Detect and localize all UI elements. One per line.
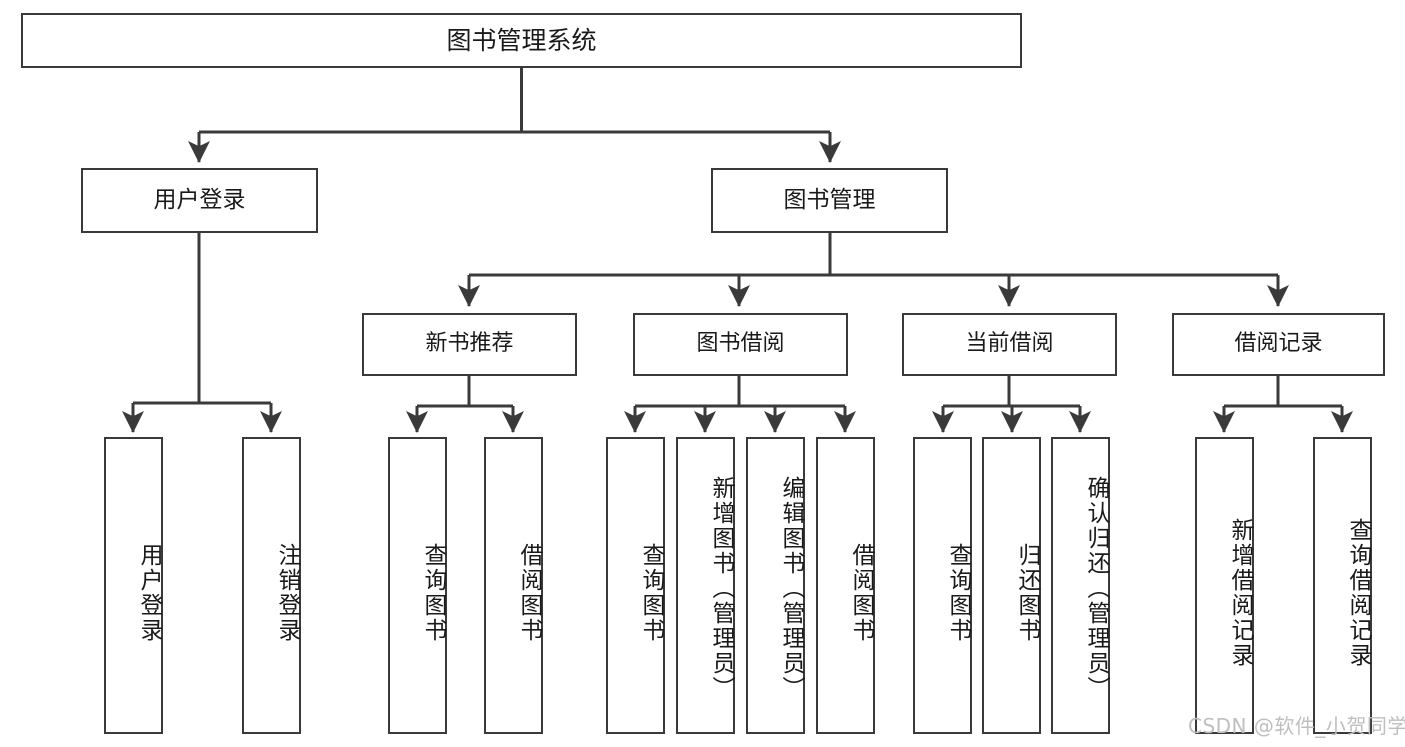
leaf-book-borrow-query[interactable]: 查询图书 <box>606 437 665 734</box>
csdn-watermark: CSDN @软件_小贺同学 <box>1188 714 1405 738</box>
leaf-book-borrow-add[interactable]: 新增图书（管理员） <box>676 437 735 734</box>
leaf-book-borrow-edit[interactable]: 编辑图书（管理员） <box>746 437 805 734</box>
node-new-book-recommend[interactable]: 新书推荐 <box>362 313 577 376</box>
leaf-current-borrow-return[interactable]: 归还图书 <box>982 437 1041 734</box>
leaf-current-borrow-confirm-return[interactable]: 确认归还（管理员） <box>1051 437 1110 734</box>
leaf-user-login-login[interactable]: 用户登录 <box>104 437 163 734</box>
leaf-user-login-logout[interactable]: 注销登录 <box>242 437 301 734</box>
node-user-login[interactable]: 用户登录 <box>81 168 318 233</box>
node-root-system[interactable]: 图书管理系统 <box>21 13 1022 68</box>
leaf-borrow-record-add[interactable]: 新增借阅记录 <box>1195 437 1254 734</box>
leaf-borrow-record-query[interactable]: 查询借阅记录 <box>1313 437 1372 734</box>
leaf-book-borrow-borrow[interactable]: 借阅图书 <box>816 437 875 734</box>
node-book-borrow[interactable]: 图书借阅 <box>633 313 848 376</box>
leaf-new-book-query[interactable]: 查询图书 <box>388 437 447 734</box>
node-book-management[interactable]: 图书管理 <box>711 168 948 233</box>
leaf-new-book-borrow[interactable]: 借阅图书 <box>484 437 543 734</box>
leaf-current-borrow-query[interactable]: 查询图书 <box>913 437 972 734</box>
node-borrow-record[interactable]: 借阅记录 <box>1172 313 1385 376</box>
node-current-borrow[interactable]: 当前借阅 <box>902 313 1117 376</box>
